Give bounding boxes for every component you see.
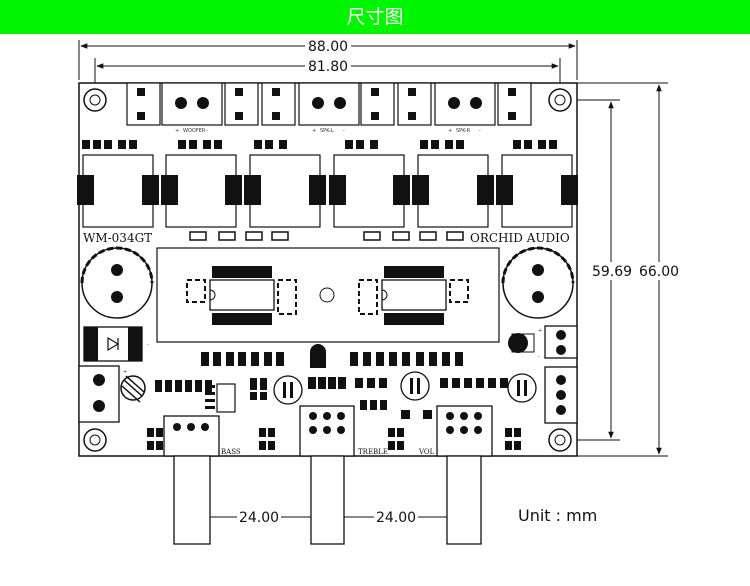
brand-label: ORCHID AUDIO [470,231,570,245]
pot-bass: BASS [163,415,241,545]
dim-hole-width: 81.80 [308,59,348,75]
unit-label: Unit : mm [518,506,597,525]
label-bass: BASS [221,448,241,456]
page-title: 尺寸图 [346,6,404,28]
svg-text:-: - [343,128,345,134]
svg-text:+: + [175,128,179,134]
svg-text:-: - [147,342,149,348]
pot-treble: TREBLE [299,405,388,545]
smd-pad-row [82,140,557,149]
amplifier-ic-left [186,266,297,325]
svg-text:-: - [206,128,208,134]
electrolytic-capacitor-icon [80,246,575,319]
speaker-terminals [126,82,532,126]
label-volume: VOL [418,448,435,456]
diode-icon [83,326,143,362]
small-capacitor-icon [273,371,537,405]
svg-text:-: - [479,128,481,134]
dimension-labels: 88.00 81.80 59.69 66.00 24.00 24.00 [237,38,680,526]
model-label: WM-034GT [83,231,152,245]
op-amp-ic [216,383,236,413]
aux-terminals: + - [538,325,578,424]
svg-text:+: + [123,369,127,375]
dim-pot-spacing-left: 24.00 [239,510,279,526]
power-terminal: + - [78,342,149,423]
header-bar: 尺寸图 [0,0,750,34]
terminal-marks: + WOOFER - + SPK-L - + SPK-R - [175,128,481,134]
dimension-drawing: 88.00 81.80 59.69 66.00 24.00 24.00 Unit… [77,38,680,545]
svg-text:+: + [312,128,316,134]
transistor-icon [310,344,326,368]
led-icon [508,333,535,353]
smd-component-grid [155,352,508,410]
svg-text:+: + [538,328,542,334]
dim-overall-width: 88.00 [308,39,348,55]
dim-pot-spacing-right: 24.00 [376,510,416,526]
dim-overall-height: 66.00 [639,264,679,280]
amplifier-ic-right [358,266,469,325]
pcb-board: + WOOFER - + SPK-L - + SPK-R - [77,82,578,545]
svg-text:-: - [538,354,540,360]
svg-text:SPK-L: SPK-L [320,128,334,134]
dim-hole-height: 59.69 [592,264,632,280]
svg-text:SPK-R: SPK-R [456,128,471,134]
label-treble: TREBLE [358,448,388,456]
svg-text:WOOFER: WOOFER [183,128,206,134]
pot-volume: VOL [418,405,493,545]
mounting-hole-icon [83,88,572,452]
svg-text:+: + [448,128,452,134]
smd-capacitor-row [189,231,464,241]
